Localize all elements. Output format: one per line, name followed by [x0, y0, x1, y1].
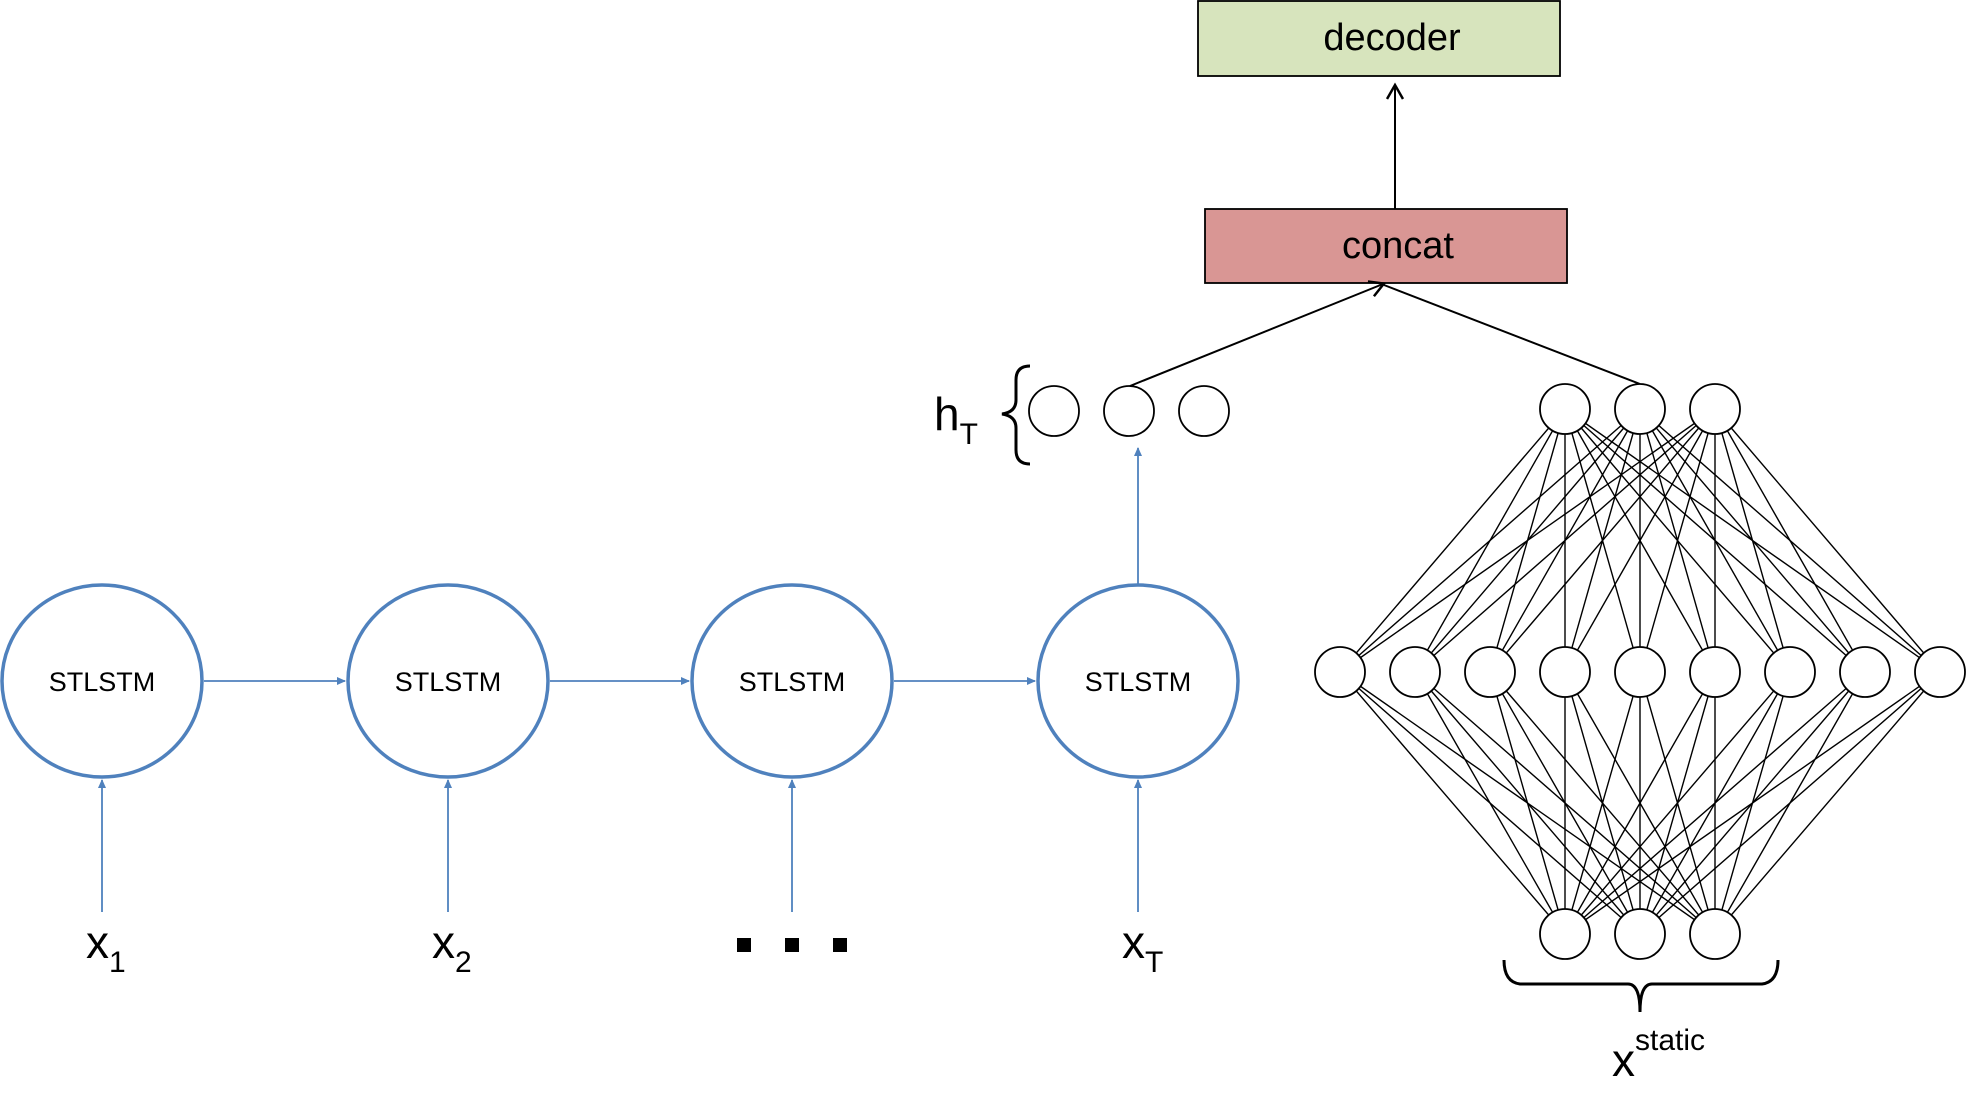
network-edge [1489, 408, 1716, 673]
hidden-state-group: hT [934, 364, 1230, 466]
hidden-state-node [1028, 385, 1080, 437]
stlstm-cell-circle [0, 583, 204, 779]
static-hidden-node [1314, 646, 1366, 698]
input-label: x1 [86, 916, 126, 979]
static-input-node [1689, 908, 1741, 960]
stlstm-cell-circle [690, 583, 894, 779]
stlstm-cell: STLSTM x1 [0, 583, 204, 979]
network-edge [1564, 671, 1866, 935]
hidden-to-concat-arrow [1129, 284, 1383, 387]
network-edge [1639, 408, 1716, 673]
static-hidden-node [1764, 646, 1816, 698]
static-output-node [1614, 383, 1666, 435]
decoder-box [1197, 0, 1561, 77]
static-output-node [1539, 383, 1591, 435]
concat-block: concat [1204, 208, 1568, 284]
static-input-brace [1502, 959, 1780, 1013]
static-to-concat-arrow [1383, 284, 1641, 385]
hidden-state-nodes [1028, 385, 1230, 437]
static-input-label: xstatic [1612, 1024, 1705, 1086]
input-label: x2 [432, 916, 472, 979]
stlstm-cell-circle [346, 583, 550, 779]
stlstm-cell: STLSTM x2 [346, 583, 550, 979]
ellipsis-dots [737, 938, 847, 952]
static-input-node [1614, 908, 1666, 960]
static-network-nodes [1314, 383, 1966, 960]
network-edge [1339, 408, 1641, 673]
static-input-group: xstatic [1502, 959, 1780, 1086]
stlstm-cell-label: STLSTM [1085, 667, 1192, 697]
ellipsis-dot [833, 938, 847, 952]
hidden-state-node [1178, 385, 1230, 437]
static-hidden-node [1539, 646, 1591, 698]
stlstm-cell-label: STLSTM [739, 667, 846, 697]
static-hidden-node [1914, 646, 1966, 698]
static-input-node [1539, 908, 1591, 960]
network-edge [1339, 408, 1566, 673]
static-hidden-node [1464, 646, 1516, 698]
stlstm-cell-label: STLSTM [49, 667, 156, 697]
static-network-edges [1339, 408, 1941, 935]
ellipsis-dot [737, 938, 751, 952]
static-hidden-node [1689, 646, 1741, 698]
network-edge [1339, 671, 1566, 935]
input-label: xT [1122, 916, 1163, 979]
network-edge [1714, 408, 1866, 673]
concat-label: concat [1342, 225, 1454, 267]
decoder-label: decoder [1323, 17, 1461, 59]
static-hidden-node [1839, 646, 1891, 698]
network-edge [1714, 408, 1791, 673]
hidden-state-node [1103, 385, 1155, 437]
hidden-state-brace [1001, 364, 1031, 466]
network-edge [1414, 671, 1566, 935]
network-edge [1339, 408, 1716, 673]
decoder-block: decoder [1197, 0, 1561, 77]
network-edge [1714, 671, 1941, 935]
stlstm-cell-label: STLSTM [395, 667, 502, 697]
network-edge [1639, 671, 1941, 935]
static-output-node [1689, 383, 1741, 435]
network-edge [1564, 671, 1791, 935]
stlstm-chain: STLSTM x1 STLSTM x2 STLSTM STLSTM xT [0, 447, 1240, 979]
stlstm-cell: STLSTM xT [1036, 583, 1240, 979]
static-hidden-node [1614, 646, 1666, 698]
network-edge [1714, 408, 1941, 673]
static-hidden-node [1389, 646, 1441, 698]
network-edge [1414, 408, 1716, 673]
network-edge [1489, 671, 1566, 935]
concat-box [1204, 208, 1568, 284]
network-edge [1564, 671, 1716, 935]
hidden-state-label: hT [934, 388, 978, 451]
stlstm-cell: STLSTM [690, 583, 894, 952]
network-edge [1564, 671, 1941, 935]
ellipsis-dot [785, 938, 799, 952]
network-edge [1564, 408, 1716, 673]
network-edge [1564, 671, 1641, 935]
